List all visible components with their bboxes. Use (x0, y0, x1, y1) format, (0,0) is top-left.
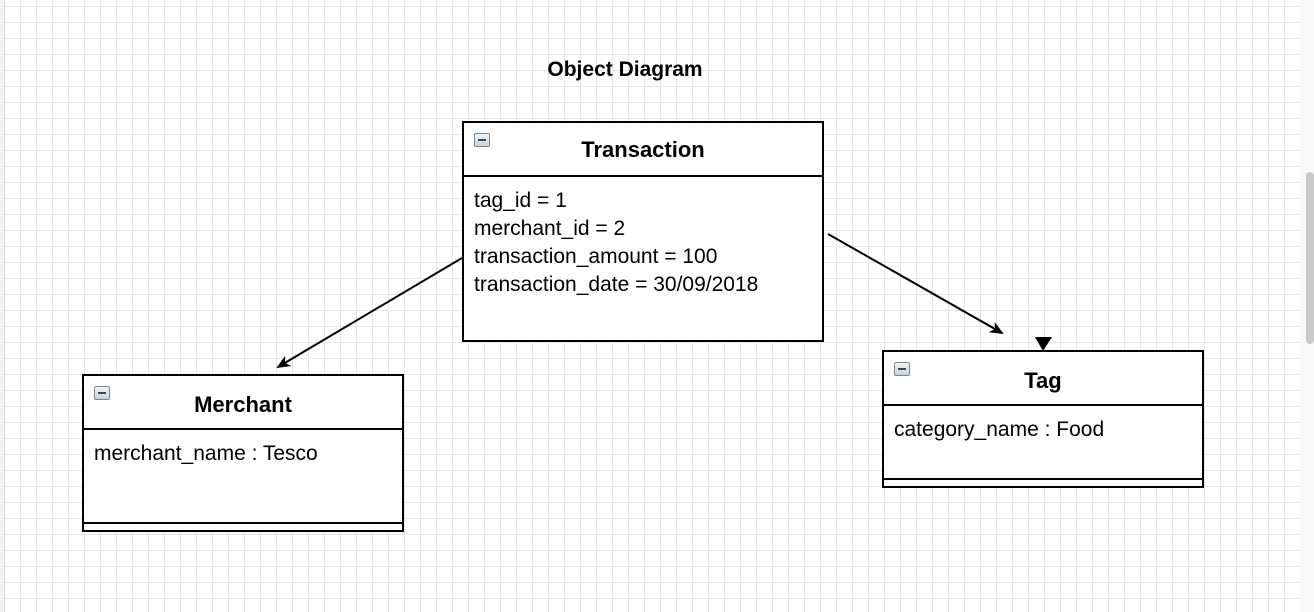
tag-methods-divider (884, 478, 1202, 480)
canvas-left-edge (0, 0, 5, 612)
collapse-icon[interactable] (894, 362, 910, 376)
scrollbar-thumb[interactable] (1306, 172, 1314, 344)
merchant-methods-divider (84, 522, 402, 524)
attribute-row: transaction_amount = 100 (474, 245, 718, 268)
transaction-attributes: tag_id = 1 merchant_id = 2 transaction_a… (474, 187, 758, 299)
tag-name: Tag (1024, 368, 1062, 393)
tag-header: Tag (884, 352, 1202, 406)
attribute-row: category_name : Food (894, 418, 1105, 441)
collapse-icon[interactable] (474, 133, 490, 147)
tag-attributes: category_name : Food (894, 416, 1104, 444)
tag-connection-point-arrow (1035, 337, 1052, 351)
vertical-scrollbar[interactable] (1300, 0, 1314, 612)
connector-transaction-tag[interactable] (827, 233, 1004, 334)
attribute-row: transaction_date = 30/09/2018 (474, 273, 759, 296)
attribute-row: merchant_id = 2 (474, 217, 626, 240)
merchant-name: Merchant (194, 392, 292, 417)
transaction-header: Transaction (464, 123, 822, 177)
attribute-row: merchant_name : Tesco (94, 442, 318, 465)
tag-object[interactable]: Tag category_name : Food (882, 350, 1204, 488)
connector-transaction-merchant[interactable] (276, 257, 463, 369)
merchant-attributes: merchant_name : Tesco (94, 440, 318, 468)
merchant-header: Merchant (84, 376, 402, 430)
attribute-row: tag_id = 1 (474, 189, 567, 212)
diagram-title: Object Diagram (547, 58, 703, 81)
transaction-name: Transaction (581, 137, 705, 162)
transaction-object[interactable]: Transaction tag_id = 1 merchant_id = 2 t… (462, 121, 824, 342)
merchant-object[interactable]: Merchant merchant_name : Tesco (82, 374, 404, 532)
collapse-icon[interactable] (94, 386, 110, 400)
